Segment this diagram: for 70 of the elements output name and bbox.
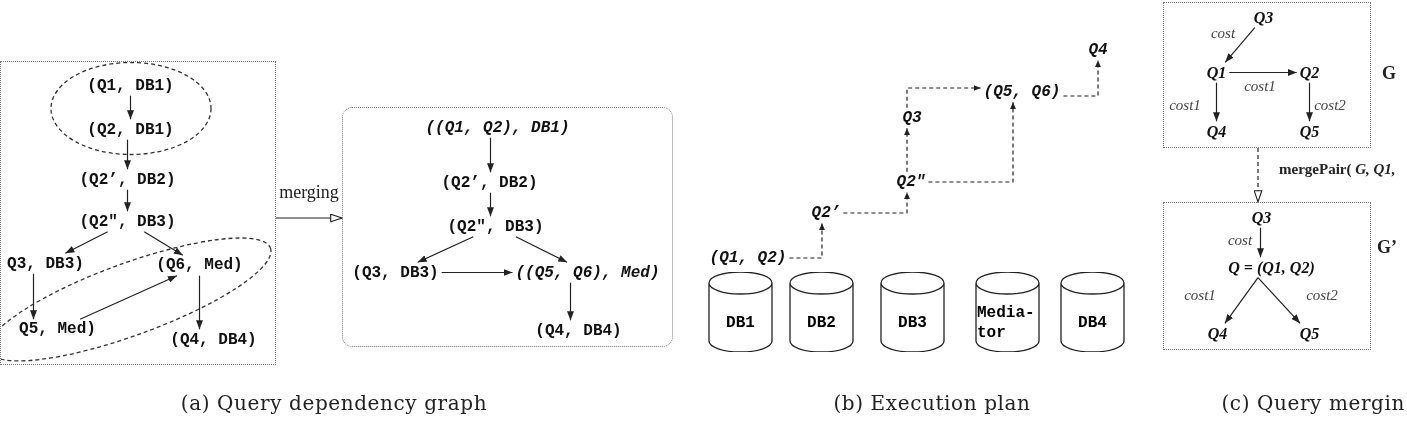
subfigure-caption: (c) Query mergin bbox=[1221, 391, 1405, 415]
query-label: Q5 bbox=[1296, 323, 1323, 344]
subfigure-caption: (a) Query dependency graph bbox=[180, 391, 488, 415]
query-label: ((Q1, Q2), DB1) bbox=[422, 117, 573, 138]
arrow bbox=[487, 192, 494, 217]
arrow bbox=[1306, 82, 1313, 122]
query-label: ((Q5, Q6), Med) bbox=[512, 262, 663, 283]
arrow bbox=[79, 275, 178, 320]
query-label: (Q2’, DB2) bbox=[76, 169, 179, 190]
query-label: (Q2", DB3) bbox=[76, 211, 179, 232]
arrow bbox=[567, 282, 574, 321]
query-label: Q2 bbox=[1296, 62, 1323, 83]
arrow bbox=[275, 213, 343, 223]
query-label: (Q5, Q6) bbox=[980, 81, 1064, 103]
query-label: Q4 bbox=[1085, 39, 1111, 61]
dashed-arrow bbox=[788, 222, 825, 259]
dotted-frame bbox=[0, 61, 276, 365]
query-label: (Q2’, DB2) bbox=[438, 172, 541, 193]
query-label: (Q2, DB1) bbox=[84, 119, 177, 140]
query-label: (Q3, DB3) bbox=[349, 262, 442, 283]
query-label: Q2" bbox=[893, 171, 929, 193]
arrow bbox=[64, 231, 109, 254]
arrow bbox=[127, 95, 134, 120]
dashed-arrow bbox=[1062, 59, 1101, 97]
query-label: Q = (Q1, Q2) bbox=[1225, 257, 1318, 278]
arrow bbox=[143, 231, 184, 256]
edge-label: mergePair( G, Q1, bbox=[1279, 161, 1396, 179]
query-label: (Q1, DB1) bbox=[84, 75, 177, 96]
dashed-arrow bbox=[904, 127, 910, 173]
arrow bbox=[1224, 277, 1259, 324]
query-label: (Q1, Q2) bbox=[706, 247, 790, 269]
arrow bbox=[124, 139, 131, 170]
query-label: (Q4, DB4) bbox=[167, 329, 260, 350]
query-label: Q4 bbox=[1203, 121, 1230, 142]
query-label: Q3 bbox=[899, 107, 925, 129]
arrow bbox=[124, 189, 131, 212]
query-label: (Q2", DB3) bbox=[444, 216, 547, 237]
query-label: Q1 bbox=[1203, 62, 1230, 83]
arrow bbox=[196, 275, 203, 330]
dashed-arrow bbox=[906, 85, 982, 109]
graph-label: G bbox=[1382, 62, 1396, 84]
query-label: Q3, DB3) bbox=[4, 253, 87, 274]
database-cylinder: DB3 bbox=[880, 272, 945, 352]
query-label: Q3 bbox=[1248, 207, 1275, 228]
query-label: (Q4, DB4) bbox=[532, 320, 625, 341]
graph-label: G’ bbox=[1377, 236, 1397, 258]
query-label: Q4 bbox=[1204, 323, 1231, 344]
database-cylinder: DB1 bbox=[708, 272, 773, 352]
dashed-arrow bbox=[842, 191, 910, 214]
arrow bbox=[515, 236, 568, 263]
arrow bbox=[1224, 27, 1256, 63]
arrow bbox=[487, 137, 494, 173]
arrow bbox=[1228, 69, 1298, 76]
subfigure-caption: (b) Execution plan bbox=[833, 391, 1031, 415]
arrow bbox=[1213, 82, 1220, 122]
dashed-arrow bbox=[927, 101, 1016, 183]
database-cylinder: DB4 bbox=[1060, 272, 1125, 352]
query-label: Q5 bbox=[1296, 121, 1323, 142]
arrow bbox=[417, 236, 474, 263]
query-label: Q2’ bbox=[808, 202, 844, 224]
arrow bbox=[1257, 227, 1264, 258]
arrow bbox=[30, 273, 37, 320]
query-label: Q3 bbox=[1250, 7, 1277, 28]
arrow bbox=[441, 269, 514, 276]
database-cylinder: DB2 bbox=[789, 272, 854, 352]
dashed-arrow bbox=[1253, 147, 1263, 203]
database-cylinder: Media- tor bbox=[975, 272, 1040, 352]
arrow bbox=[1257, 277, 1301, 324]
query-label: (Q6, Med) bbox=[153, 255, 246, 276]
query-label: Q5, Med) bbox=[16, 319, 99, 340]
